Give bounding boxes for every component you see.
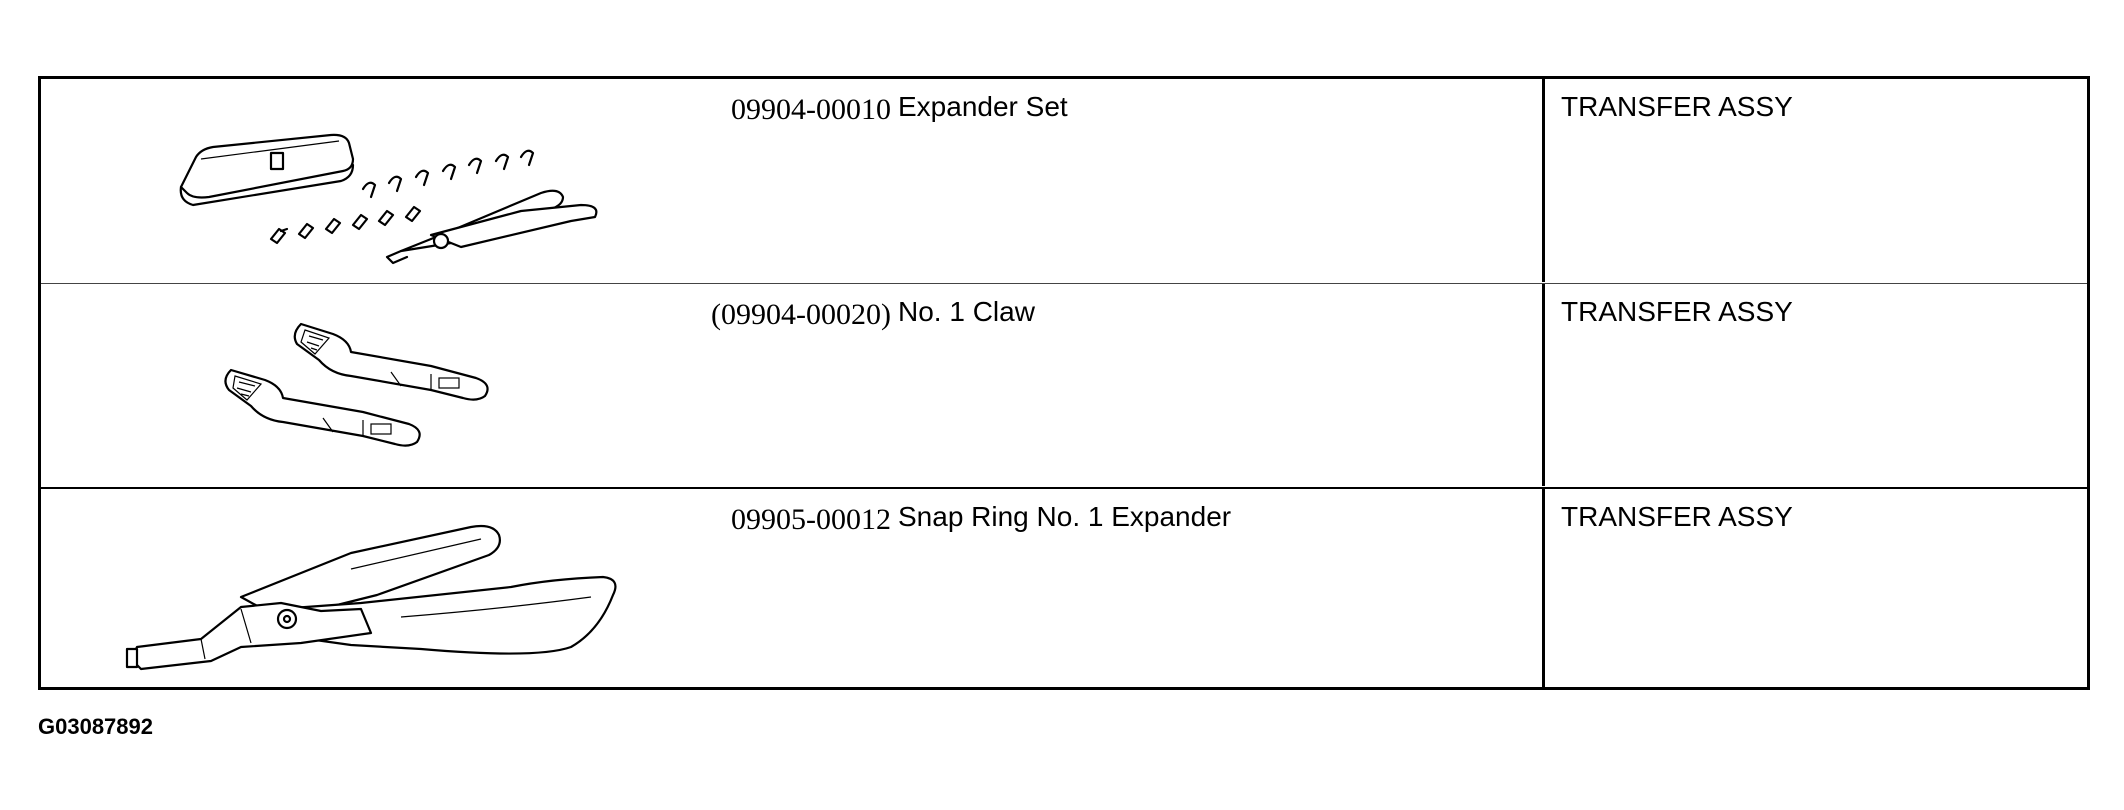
special-tools-table: 09904-00010 Expander Set TRANSFER ASSY (38, 76, 2090, 690)
column-divider (1542, 489, 1545, 687)
part-number: 09905-00012 (731, 503, 891, 536)
claw-icon (101, 294, 661, 479)
table-row: 09905-00012 Snap Ring No. 1 Expander TRA… (41, 487, 2087, 687)
table-row: (09904-00020) No. 1 Claw TRANSFER ASSY (41, 283, 2087, 486)
tool-name: No. 1 Claw (898, 296, 1035, 327)
column-divider (1542, 284, 1545, 486)
part-number: (09904-00020) (711, 298, 891, 331)
use-for: TRANSFER ASSY (1561, 91, 1793, 122)
expander-set-icon (101, 89, 661, 274)
tool-name: Expander Set (898, 91, 1068, 122)
table-row: 09904-00010 Expander Set TRANSFER ASSY (41, 79, 2087, 282)
tool-name: Snap Ring No. 1 Expander (898, 501, 1232, 532)
use-for: TRANSFER ASSY (1561, 501, 1793, 532)
use-for: TRANSFER ASSY (1561, 296, 1793, 327)
figure-code: G03087892 (38, 714, 153, 739)
part-number: 09904-00010 (731, 93, 891, 126)
snap-ring-expander-icon (101, 499, 661, 684)
column-divider (1542, 79, 1545, 282)
